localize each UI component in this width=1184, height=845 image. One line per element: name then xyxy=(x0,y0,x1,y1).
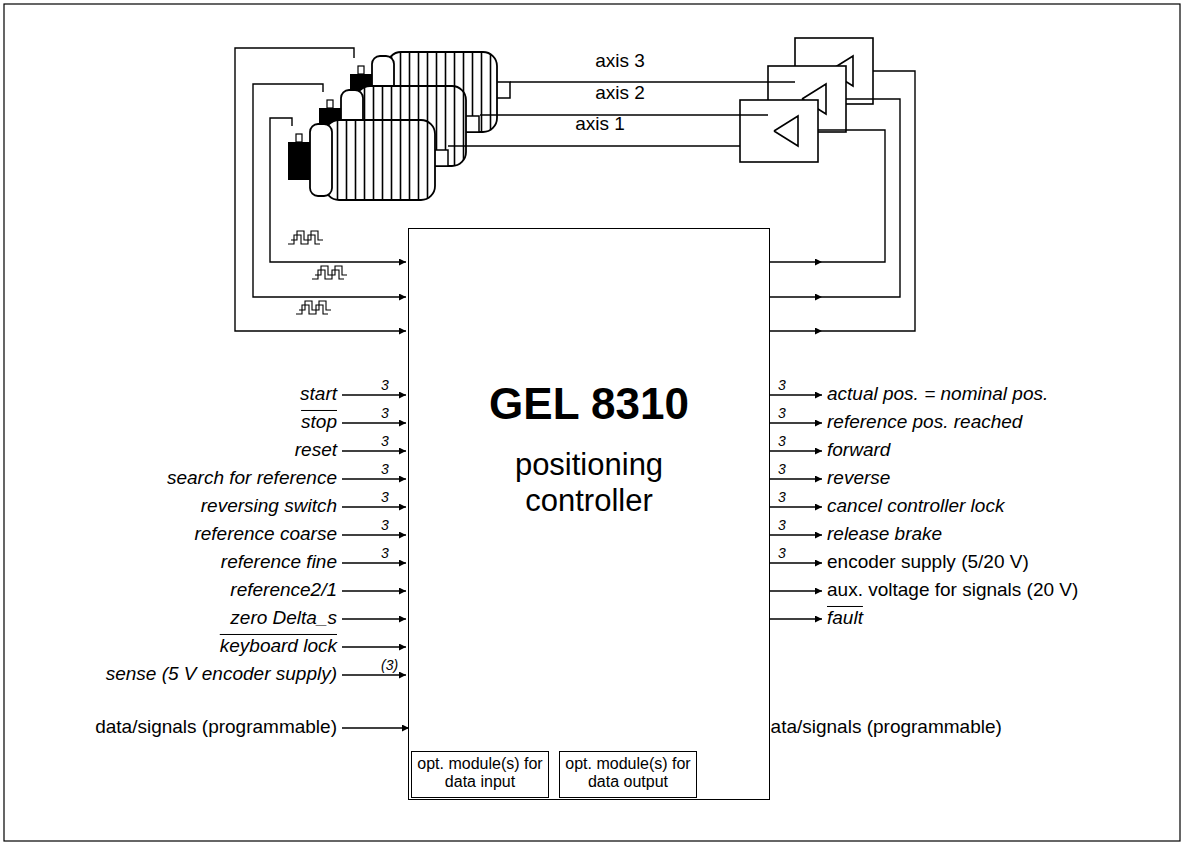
wire xyxy=(770,261,822,262)
signal-name: keyboard lock xyxy=(220,635,337,657)
wire xyxy=(270,118,406,262)
motors xyxy=(288,52,510,200)
motor xyxy=(288,120,448,200)
wire xyxy=(235,48,406,331)
wire xyxy=(822,71,915,331)
signal-name: search for reference xyxy=(167,467,337,489)
signal-line xyxy=(342,534,406,535)
signal-name: reverse xyxy=(827,467,890,489)
wire xyxy=(822,99,900,297)
signal-count: 3 xyxy=(778,461,786,477)
signal-name: cancel controller lock xyxy=(827,495,1004,517)
signal-name: reference fine xyxy=(221,551,337,573)
signal-line xyxy=(770,422,822,423)
controller-box: GEL 8310 positioning controller opt. modul… xyxy=(408,228,770,800)
signal-name: encoder supply (5/20 V) xyxy=(827,551,1029,573)
pulse-symbol xyxy=(288,231,323,244)
wire xyxy=(510,81,795,82)
signal-line xyxy=(770,450,822,451)
wire xyxy=(770,330,822,331)
axis-label: axis 2 xyxy=(595,82,645,104)
signal-name: sense (5 V encoder supply) xyxy=(106,663,337,685)
signal-name: data/signals (programmable) xyxy=(760,716,1002,738)
signal-line xyxy=(342,618,406,619)
signal-line xyxy=(770,478,822,479)
wire xyxy=(770,296,822,297)
signal-line xyxy=(770,506,822,507)
signal-name: reset xyxy=(295,439,337,461)
signal-count: (3) xyxy=(381,657,398,673)
signal-count: 3 xyxy=(381,405,389,421)
signal-line xyxy=(342,506,406,507)
signal-name: zero Delta_s xyxy=(230,607,337,629)
signal-name: release brake xyxy=(827,523,942,545)
signal-line xyxy=(342,422,406,423)
signal-line xyxy=(342,646,406,647)
module-box: opt. module(s) for data input xyxy=(411,751,549,798)
axis-label: axis 3 xyxy=(595,50,645,72)
wire xyxy=(253,84,406,297)
signal-line xyxy=(770,590,822,591)
signal-count: 3 xyxy=(381,517,389,533)
signal-name: reference2/1 xyxy=(230,579,337,601)
pulse-symbol xyxy=(312,266,347,279)
signal-line xyxy=(342,478,406,479)
module-text: opt. module(s) for data output xyxy=(560,752,696,795)
signal-line xyxy=(770,618,822,619)
signal-count: 3 xyxy=(778,405,786,421)
signal-name: aux. voltage for signals (20 V) xyxy=(827,579,1078,601)
module-text: opt. module(s) for data input xyxy=(412,752,548,795)
signal-name: start xyxy=(300,383,337,405)
signal-name: data/signals (programmable) xyxy=(95,716,337,738)
wire xyxy=(448,145,740,146)
signal-name: fault xyxy=(827,607,863,629)
device-name: GEL 8310 xyxy=(409,379,769,429)
device-type: positioning controller xyxy=(409,447,769,518)
signal-count: 3 xyxy=(778,433,786,449)
signal-line xyxy=(342,450,406,451)
signal-name: actual pos. = nominal pos. xyxy=(827,383,1048,405)
amplifier xyxy=(740,100,818,162)
amplifiers xyxy=(740,38,873,162)
signal-count: 3 xyxy=(381,461,389,477)
signal-name: stop xyxy=(301,411,337,433)
signal-count: 3 xyxy=(778,545,786,561)
signal-count: 3 xyxy=(778,517,786,533)
signal-count: 3 xyxy=(778,489,786,505)
signal-name: reference pos. reached xyxy=(827,411,1022,433)
signal-line xyxy=(770,394,822,395)
module-box: opt. module(s) for data output xyxy=(559,751,697,798)
axis-label: axis 1 xyxy=(575,113,625,135)
signal-count: 3 xyxy=(381,433,389,449)
signal-name: forward xyxy=(827,439,890,461)
signal-line xyxy=(770,562,822,563)
signal-count: 3 xyxy=(381,545,389,561)
signal-line xyxy=(342,394,406,395)
signal-line xyxy=(342,590,406,591)
signal-line xyxy=(342,727,409,728)
signal-name: reference coarse xyxy=(194,523,337,545)
signal-name: reversing switch xyxy=(201,495,337,517)
signal-count: 3 xyxy=(381,489,389,505)
signal-line xyxy=(770,534,822,535)
signal-count: 3 xyxy=(381,377,389,393)
signal-line xyxy=(342,674,406,675)
frame xyxy=(4,4,1180,841)
signal-line xyxy=(342,562,406,563)
signal-count: 3 xyxy=(778,377,786,393)
pulse-symbol xyxy=(296,301,331,314)
wire xyxy=(818,130,885,262)
